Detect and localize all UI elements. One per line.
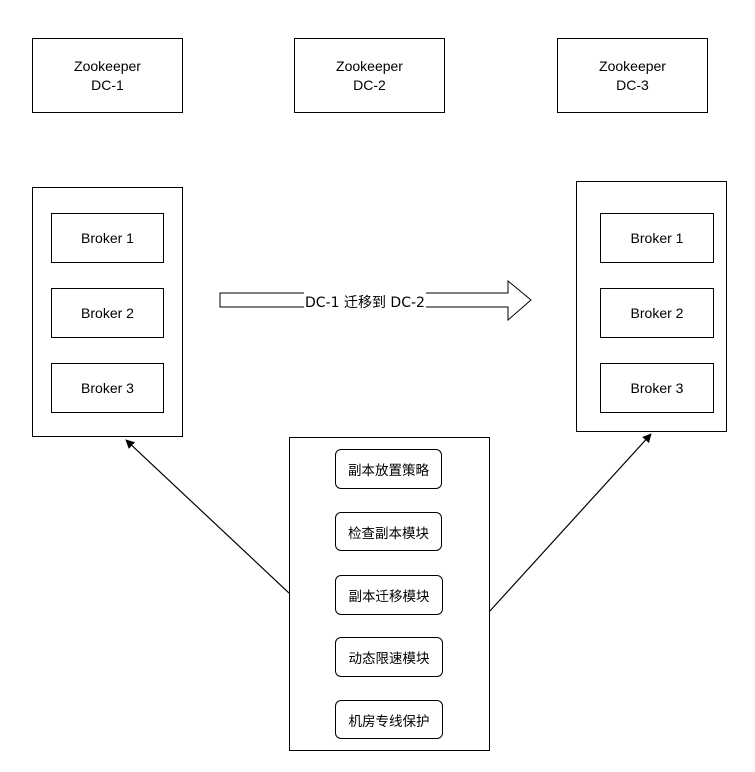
control-to-target-arrow [488,433,652,613]
target-broker-1-label: Broker 1 [630,230,684,246]
zookeeper-dc3-label: DC-3 [616,76,649,93]
module-replica-placement-strategy-label: 副本放置策略 [348,463,429,479]
module-replica-placement-strategy: 副本放置策略 [335,449,442,489]
migration-arrow-label: DC-1 迁移到 DC-2 [304,292,426,312]
target-broker-2-label: Broker 2 [630,305,684,321]
zookeeper-dc3-name: Zookeeper [599,57,666,74]
zookeeper-dc2-label: DC-2 [353,76,386,93]
module-dc-link-protection: 机房专线保护 [335,700,443,739]
source-broker-2: Broker 2 [51,288,164,338]
zookeeper-dc1-label: DC-1 [91,76,124,93]
target-broker-3: Broker 3 [600,363,714,413]
zookeeper-dc1-name: Zookeeper [74,57,141,74]
target-broker-2: Broker 2 [600,288,714,338]
source-broker-1-label: Broker 1 [81,230,134,246]
module-dc-link-protection-label: 机房专线保护 [348,713,430,730]
control-to-source-arrow [125,439,290,594]
zookeeper-dc2-box: Zookeeper DC-2 [294,38,445,113]
module-replica-check: 检查副本模块 [335,512,442,551]
target-broker-1: Broker 1 [600,213,714,263]
module-dynamic-throttling-label: 动态限速模块 [348,651,430,667]
zookeeper-dc3-box: Zookeeper DC-3 [557,38,708,113]
module-replica-check-label: 检查副本模块 [348,525,429,542]
zookeeper-dc1-box: Zookeeper DC-1 [32,38,183,113]
module-replica-migration: 副本迁移模块 [335,575,443,615]
module-dynamic-throttling: 动态限速模块 [335,637,443,677]
target-broker-3-label: Broker 3 [630,380,684,396]
module-replica-migration-label: 副本迁移模块 [348,589,430,605]
source-broker-3-label: Broker 3 [81,380,134,396]
zookeeper-dc2-name: Zookeeper [336,57,403,74]
source-broker-3: Broker 3 [51,363,164,413]
source-broker-1: Broker 1 [51,213,164,263]
source-broker-2-label: Broker 2 [81,305,134,321]
